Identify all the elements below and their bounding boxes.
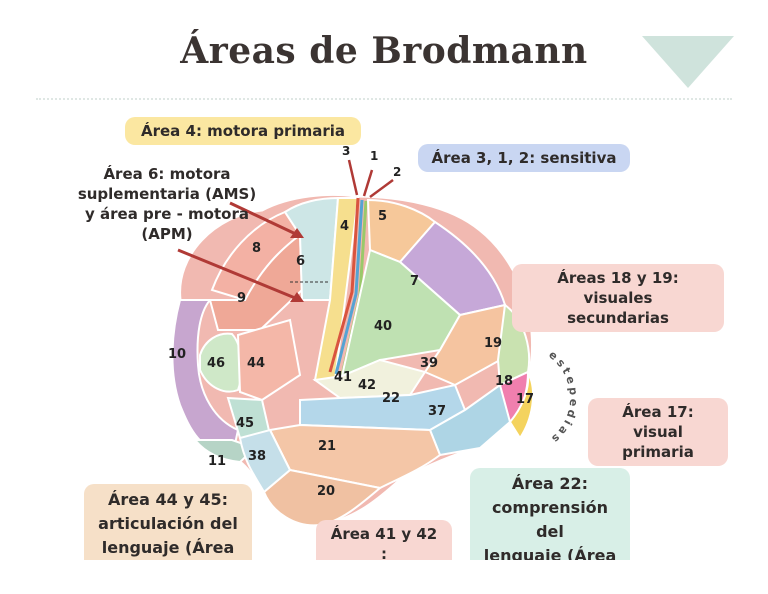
label-ms-line1: Área 6: motora [103,165,231,183]
label-al-line2: articulación del [98,514,238,533]
label-vs-line1: Áreas 18 y 19: visuales [557,269,679,307]
label-visual-primaria: Área 17: visual primaria [588,398,728,466]
label-vp-line2: primaria [622,443,694,461]
arrow-to-area-6 [229,201,301,238]
area-number-39: 39 [420,356,438,371]
area-number-2: 2 [393,165,401,179]
area-number-37: 37 [428,404,446,419]
label-motora-suplementaria: Área 6: motora suplementaria (AMS) y áre… [62,160,272,248]
area-number-40: 40 [374,319,392,334]
area-number-1: 1 [370,149,378,163]
label-motora-primaria: Área 4: motora primaria [125,117,361,145]
strip-3 [328,197,360,373]
decorative-triangle [642,36,734,88]
label-sensitiva: Área 3, 1, 2: sensitiva [418,144,630,172]
area-number-45: 45 [236,416,254,431]
page-title: Áreas de Brodmann [180,30,588,72]
strip-1 [334,199,364,375]
area-number-6: 6 [296,254,305,269]
area-number-11: 11 [208,454,226,469]
label-cl-line1: Área 22: [511,474,589,493]
label-sensitiva-text: Área 3, 1, 2: sensitiva [431,149,617,167]
label-cl-line2: comprensión del [491,498,609,541]
label-visuales-secundarias: Áreas 18 y 19: visuales secundarias [512,264,724,332]
label-aud-line1: Área 41 y 42 : [330,525,438,563]
arrow-head-6-lower [290,292,304,302]
label-ms-line4: (APM) [141,225,193,243]
area-6-region [283,196,340,301]
label-vs-line2: secundarias [567,309,669,327]
area-number-46: 46 [207,356,225,371]
label-ms-line2: suplementaria (AMS) [77,185,257,203]
arrow-area-3 [347,159,359,196]
label-comprension-lenguaje: Área 22: comprensión del lenguaje (Área [470,468,630,572]
title-divider [36,98,732,100]
arrow-area-1 [362,169,374,197]
area-number-22: 22 [382,391,400,406]
area-number-8: 8 [252,241,261,256]
area-number-5: 5 [378,209,387,224]
arrow-to-area-6-lower [177,248,301,302]
area-number-7: 7 [410,274,419,289]
area-40-region [340,248,462,378]
area-number-4: 4 [340,219,349,234]
area-number-19: 19 [484,336,502,351]
label-al-line1: Área 44 y 45: [108,490,228,509]
area-number-21: 21 [318,439,336,454]
area-44-region [236,318,302,402]
area-number-42: 42 [358,378,376,393]
label-ms-line3: y área pre - motora [85,205,249,223]
area-number-3: 3 [342,144,350,158]
area-number-18: 18 [495,374,513,389]
watermark: estepedias [546,348,580,447]
area-number-9: 9 [237,291,246,306]
area-number-41: 41 [334,370,352,385]
area-number-44: 44 [247,356,265,371]
area-38-region [238,428,292,494]
area-number-38: 38 [248,449,266,464]
area-number-17: 17 [516,392,534,407]
bottom-crop [0,560,768,594]
label-motora-primaria-text: Área 4: motora primaria [140,122,346,140]
area-17-region [508,371,535,440]
arrow-area-2 [369,178,394,199]
arrow-head-6 [290,228,304,238]
label-vp-line1: Área 17: visual [622,403,694,441]
area-number-10: 10 [168,347,186,362]
area-number-20: 20 [317,484,335,499]
